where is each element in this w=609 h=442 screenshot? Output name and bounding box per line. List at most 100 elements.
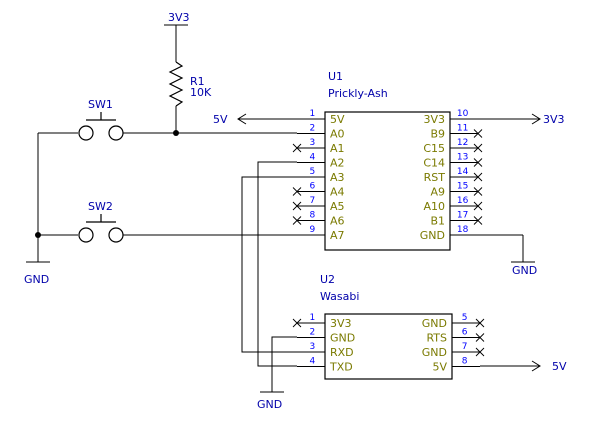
pin-name: GND [420, 229, 445, 242]
pin-name: 3V3 [423, 113, 445, 126]
net-label-5v-u2: 5V [552, 360, 567, 373]
pin-name: 5V [330, 113, 345, 126]
pin-number: 1 [310, 109, 316, 119]
no-connect-icon [473, 158, 483, 167]
net-label-5v: 5V [213, 113, 228, 126]
u1-pin-18: 18 GND [420, 225, 478, 242]
pin-name: RST [424, 171, 446, 184]
no-connect-icon [473, 143, 483, 153]
pin-number: 3 [310, 342, 316, 352]
u2-pin-4: 4 TXD [297, 357, 353, 374]
power-5v-u2: 5V [480, 360, 567, 373]
power-3v3-u1: 3V3 [478, 113, 565, 126]
pin-number: 9 [310, 225, 316, 235]
u1-pin-13: 13 C14 [423, 153, 483, 170]
pin-name: TXD [329, 361, 353, 374]
no-connect-icon [292, 201, 302, 211]
pin-number: 5 [310, 167, 316, 177]
pin-name: A5 [330, 200, 345, 213]
pin-number: 17 [457, 211, 468, 221]
pin-number: 6 [462, 328, 468, 338]
pin-name: A1 [330, 142, 345, 155]
pin-number: 7 [310, 196, 316, 206]
pin-number: 4 [310, 153, 316, 163]
power-5v-u1: 5V [213, 113, 297, 126]
no-connect-icon [473, 201, 483, 211]
pin-number: 3 [310, 138, 316, 148]
pin-number: 6 [310, 182, 316, 192]
pin-name: GND [330, 332, 355, 345]
pin-number: 4 [310, 357, 316, 367]
pin-number: 10 [457, 109, 469, 119]
r1-ref: R1 [190, 75, 205, 88]
no-connect-icon [473, 129, 483, 138]
pin-number: 18 [457, 225, 469, 235]
u1-pin-10: 10 3V3 [423, 109, 478, 126]
net-label-gnd-u2: GND [257, 398, 282, 411]
u1-pin-2: 2 A0 [297, 124, 345, 141]
pin-name: A6 [330, 215, 345, 228]
pin-number: 8 [310, 211, 316, 221]
pin-name: C14 [423, 157, 445, 170]
no-connect-icon [473, 216, 483, 225]
gnd-u1: GND [478, 234, 537, 277]
sw1-ref: SW1 [88, 98, 113, 111]
u1-name: Prickly-Ash [328, 87, 388, 100]
pin-name: C15 [423, 142, 445, 155]
u1-pin-1: 1 5V [297, 109, 345, 126]
sw2-ref: SW2 [88, 200, 113, 213]
pin-number: 7 [462, 342, 468, 352]
u1-ref: U1 [328, 70, 343, 83]
net-label-gnd-u1: GND [512, 264, 537, 277]
no-connect-icon [292, 318, 302, 328]
pin-number: 13 [457, 153, 468, 163]
u1-pin-8: 8 A6 [292, 211, 345, 228]
pin-number: 5 [462, 313, 468, 323]
switch-sw1: SW1 [38, 98, 297, 141]
no-connect-icon [292, 216, 302, 225]
wire-a3-to-rxd [241, 176, 297, 353]
pin-number: 2 [310, 124, 316, 134]
resistor-r1: R1 10K [168, 61, 212, 133]
wire-a2-to-txd [257, 161, 297, 367]
junction-dot [173, 130, 179, 136]
gnd-u2: GND [257, 336, 297, 411]
u2-name: Wasabi [320, 290, 359, 303]
net-label-3v3-right: 3V3 [543, 113, 565, 126]
no-connect-icon [292, 143, 302, 153]
pin-name: A9 [430, 186, 445, 199]
u1-right-pins: 103V311B912C1513C1414RST15A916A1017B118G… [420, 109, 483, 242]
pin-name: A7 [330, 229, 345, 242]
no-connect-icon [473, 172, 483, 182]
pin-name: A0 [330, 128, 345, 141]
u1-pin-3: 3 A1 [292, 138, 345, 155]
pin-number: 14 [457, 167, 469, 177]
net-label-3v3: 3V3 [168, 11, 190, 24]
net-label-gnd: GND [24, 273, 49, 286]
no-connect-icon [292, 187, 302, 196]
u1-pin-7: 7 A5 [292, 196, 345, 213]
no-connect-icon [475, 347, 485, 357]
pin-number: 11 [457, 124, 468, 134]
pin-name: RXD [330, 346, 354, 359]
pin-number: 1 [310, 313, 316, 323]
pin-name: A10 [423, 200, 445, 213]
u1-pin-14: 14 RST [424, 167, 483, 184]
r1-value: 10K [190, 86, 212, 99]
